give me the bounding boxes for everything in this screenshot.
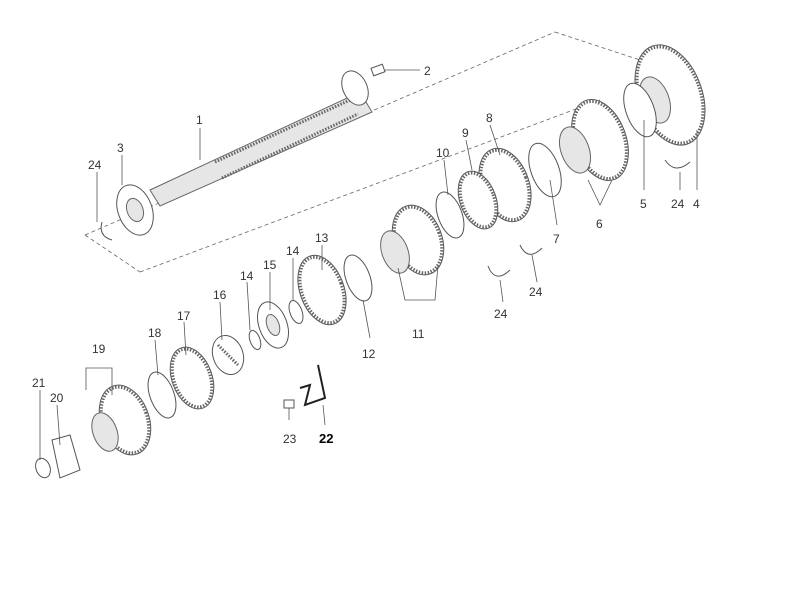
- callout-7: 7: [553, 232, 560, 246]
- synchro-ring-part[interactable]: [522, 139, 567, 201]
- callout-9: 9: [462, 126, 469, 140]
- callout-3: 3: [117, 141, 124, 155]
- callout-24: 24: [88, 158, 102, 172]
- gear-part[interactable]: [451, 141, 541, 234]
- synchro-assembly-part[interactable]: [554, 92, 639, 189]
- callout-17: 17: [177, 309, 191, 323]
- callout-24: 24: [671, 197, 685, 211]
- shift-bracket-part[interactable]: [299, 364, 327, 407]
- nut-part[interactable]: [33, 456, 53, 480]
- thrust-ring-part[interactable]: [431, 188, 470, 241]
- roller-bearing-part[interactable]: [252, 298, 295, 353]
- callout-1: 1: [196, 113, 203, 127]
- callout-6: 6: [596, 217, 603, 231]
- bearing-part[interactable]: [110, 180, 160, 240]
- callout-22: 22: [319, 431, 333, 446]
- callout-20: 20: [50, 391, 64, 405]
- washer-part[interactable]: [247, 299, 306, 351]
- first-gear-part[interactable]: [162, 341, 221, 415]
- callout-24: 24: [529, 285, 543, 299]
- callout-2: 2: [424, 64, 431, 78]
- blocker-ring-part[interactable]: [339, 251, 378, 304]
- second-gear-part[interactable]: [289, 249, 355, 332]
- callout-8: 8: [486, 111, 493, 125]
- sliding-sleeve-part[interactable]: [87, 378, 160, 462]
- callout-14: 14: [286, 244, 300, 258]
- callout-24: 24: [494, 307, 508, 321]
- callout-14: 14: [240, 269, 254, 283]
- leader-lines: [39, 69, 698, 460]
- callout-5: 5: [640, 197, 647, 211]
- ring-part[interactable]: [617, 79, 662, 141]
- synchro-hub-part[interactable]: [375, 198, 453, 282]
- callout-19: 19: [92, 342, 106, 356]
- callout-15: 15: [263, 258, 277, 272]
- callout-11: 11: [412, 327, 425, 341]
- callout-21: 21: [32, 376, 46, 390]
- callout-18: 18: [148, 326, 162, 340]
- locking-plate-part[interactable]: [51, 434, 81, 479]
- half-washer-part[interactable]: [487, 159, 691, 277]
- callout-12: 12: [362, 347, 376, 361]
- callout-16: 16: [213, 288, 227, 302]
- circlip-part[interactable]: [100, 221, 113, 241]
- synchro-cone-part[interactable]: [143, 368, 182, 421]
- callout-23: 23: [283, 432, 297, 446]
- main-shaft-part[interactable]: [149, 67, 373, 207]
- screw-part[interactable]: [283, 399, 295, 420]
- pin-part[interactable]: [370, 63, 386, 77]
- callout-10: 10: [436, 146, 450, 160]
- needle-bearing-part[interactable]: [207, 331, 249, 379]
- callout-13: 13: [315, 231, 329, 245]
- callout-4: 4: [693, 197, 700, 211]
